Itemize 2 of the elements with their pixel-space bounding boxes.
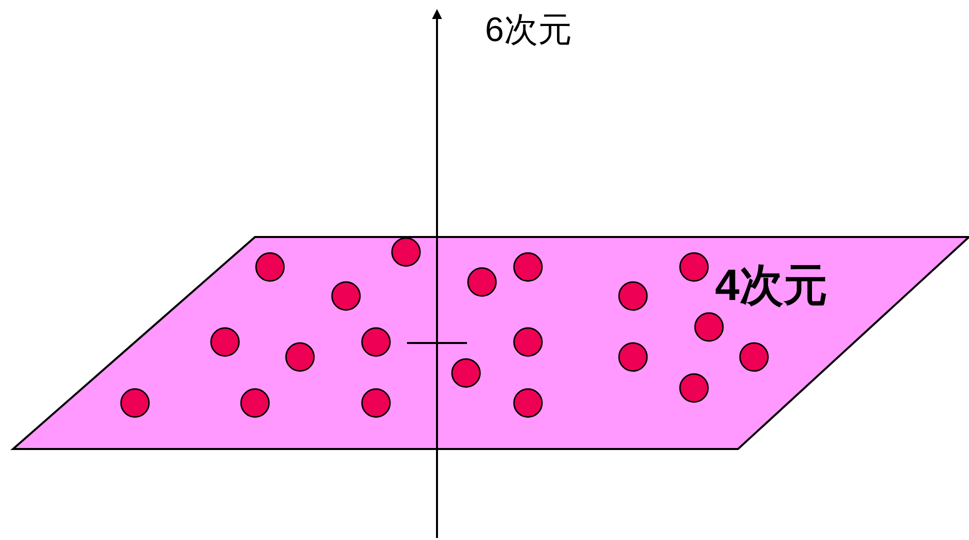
plane-label: 4次元 bbox=[715, 262, 828, 310]
axis-label: 6次元 bbox=[485, 12, 572, 50]
